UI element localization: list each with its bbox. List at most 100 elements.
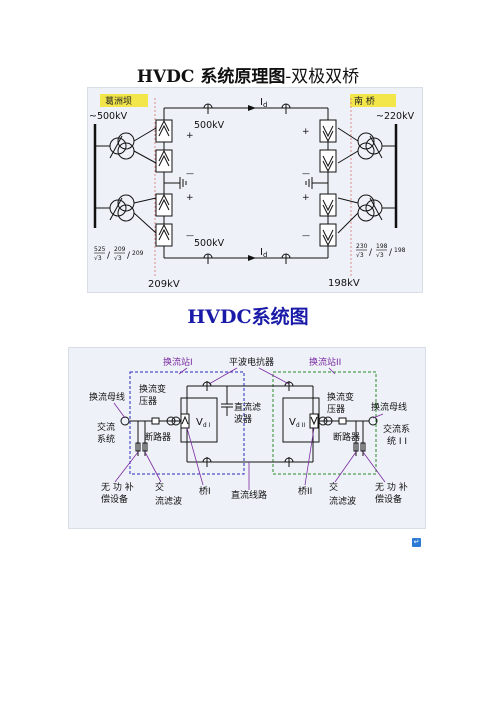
plus-left-2: + — [186, 193, 194, 203]
ac-system-left-label-2: 系统 — [97, 433, 115, 445]
plus-right-1: + — [302, 127, 310, 137]
svg-text:√3: √3 — [356, 252, 364, 259]
minus-right-1: — — [302, 169, 310, 178]
ac-system-right-label-2: 统 I I — [387, 435, 407, 447]
page-title: HVDC 系统原理图-双极双桥 — [0, 62, 496, 87]
station2-box — [272, 371, 377, 475]
svg-text:√3: √3 — [376, 252, 384, 259]
transformer-left-label-1: 换流变 — [139, 383, 166, 395]
svg-text:209: 209 — [114, 246, 126, 253]
reactive-right-label-1: 无 功 补 — [375, 481, 408, 493]
transformer-right-label-2: 压器 — [327, 404, 345, 415]
ac-filter-right-label-2: 流滤波 — [329, 495, 356, 507]
bus-right-label: 换流母线 — [371, 401, 407, 413]
transformer-right-upper — [337, 127, 396, 164]
bridge2-label: 桥II — [298, 485, 312, 497]
bipolar-bridge-svg: 葛洲坝 南 桥 ~500kV ~220kV — [89, 94, 415, 290]
system-diagram-title: HVDC系统图 — [187, 306, 309, 328]
label-box-left — [100, 94, 148, 107]
svg-text:198: 198 — [376, 243, 388, 250]
reactive-left-label-2: 偿设备 — [101, 493, 128, 505]
svg-text:230: 230 — [356, 243, 368, 250]
dc-top-voltage: 500kV — [194, 120, 225, 131]
ac-source-left-icon — [120, 416, 130, 426]
svg-text:525: 525 — [94, 246, 106, 253]
transformer-right-label-1: 换流变 — [327, 391, 354, 403]
bridge2-symbol — [309, 413, 319, 429]
vd2-label: Vd II — [289, 417, 305, 429]
valve-stack-left — [155, 108, 173, 258]
svg-text:/: / — [127, 251, 131, 261]
minus-left-1: — — [186, 169, 194, 178]
smoothing-reactor-bottom-right — [281, 253, 291, 264]
svg-text:√3: √3 — [94, 255, 102, 262]
bipolar-bridge-diagram: 葛洲坝 南 桥 ~500kV ~220kV — [87, 87, 423, 293]
bridge1-label: 桥I — [199, 485, 211, 497]
label-box-right — [350, 94, 396, 107]
smoothing-reactor-top-right — [281, 103, 291, 114]
reactor-top-2 — [284, 381, 294, 391]
current-bottom: Id — [260, 247, 267, 259]
current-arrow-top — [248, 105, 256, 111]
smoothing-reactor-label: 平波电抗器 — [229, 356, 274, 368]
minus-right-2: — — [302, 231, 310, 240]
transformer-left-icon — [171, 416, 181, 426]
breaker-left-label: 断路器 — [144, 431, 171, 443]
transformer-right-icon — [323, 416, 333, 426]
transformer-left-upper — [95, 127, 157, 164]
transformer-right-lower — [337, 194, 396, 234]
left-filter-caps — [142, 442, 148, 452]
ground-right — [305, 177, 328, 189]
svg-text:/: / — [107, 251, 111, 261]
breaker-right-symbol — [338, 417, 347, 425]
ground-left — [164, 177, 187, 189]
hvdc-system-svg: 换流站I 平波电抗器 换流站II 直流滤 波器 Vd I Vd II — [89, 356, 410, 507]
label-leaders-bottom — [113, 402, 386, 490]
ac-filter-right-label-1: 交 — [329, 481, 338, 493]
ac-source-right-icon — [368, 416, 378, 426]
ratio-right: 230 √3 / 198 √3 / 198 — [356, 243, 406, 259]
ac-filter-left-label-1: 交 — [155, 481, 164, 493]
vd1-label: Vd I — [196, 417, 211, 429]
plus-left-1: + — [186, 131, 194, 141]
current-arrow-bottom — [248, 255, 256, 261]
dc-filter-label-1: 直流滤 — [234, 401, 261, 413]
ac-system-left-label-1: 交流 — [97, 421, 115, 433]
voltage-right-ac: ~220kV — [376, 111, 415, 122]
right-filter-caps — [360, 442, 366, 452]
plus-right-2: + — [302, 193, 310, 203]
reactor-top-1 — [202, 381, 212, 391]
ac-filter-left-label-2: 流滤波 — [155, 495, 182, 507]
transformer-left-label-2: 压器 — [139, 396, 157, 407]
smoothing-reactor-top-left — [203, 103, 213, 114]
ratio-left: 525 √3 / 209 √3 / 209 — [94, 246, 144, 262]
ac-system-right-label-1: 交流系 — [383, 423, 410, 435]
dc-bottom-voltage: 500kV — [194, 238, 225, 249]
svg-text:/: / — [369, 248, 373, 258]
title-bold: HVDC 系统原理图 — [136, 67, 286, 87]
svg-text:198: 198 — [394, 247, 406, 254]
station1-label: 换流站I — [163, 356, 193, 368]
corner-glyph: ↵ — [413, 538, 420, 546]
station1-box — [129, 371, 245, 475]
svg-text:/: / — [389, 248, 393, 258]
reactive-right-label-2: 偿设备 — [375, 493, 402, 505]
svg-text:209: 209 — [132, 250, 144, 257]
bridge1-valve-icon — [181, 415, 189, 425]
svg-text:√3: √3 — [114, 255, 122, 262]
bridge2-valve-icon — [310, 416, 318, 426]
station2-label: 换流站II — [309, 356, 341, 368]
return-arrow-icon[interactable]: ↵ — [412, 538, 421, 547]
bus-left-label: 换流母线 — [89, 391, 125, 403]
breaker-right-label: 断路器 — [333, 431, 360, 443]
label-left-box: 葛洲坝 — [105, 95, 132, 107]
smoothing-reactor-bottom-left — [203, 253, 213, 264]
hvdc-system-diagram: 换流站I 平波电抗器 换流站II 直流滤 波器 Vd I Vd II — [68, 347, 426, 529]
label-right-box: 南 桥 — [354, 95, 375, 107]
bottom-left-kv: 209kV — [148, 279, 180, 290]
voltage-left-ac: ~500kV — [89, 111, 128, 122]
dc-filter — [221, 386, 233, 416]
reactor-bottom-2 — [284, 457, 294, 467]
dc-filter-label-2: 波器 — [234, 413, 252, 425]
dc-line-label: 直流线路 — [231, 489, 267, 501]
